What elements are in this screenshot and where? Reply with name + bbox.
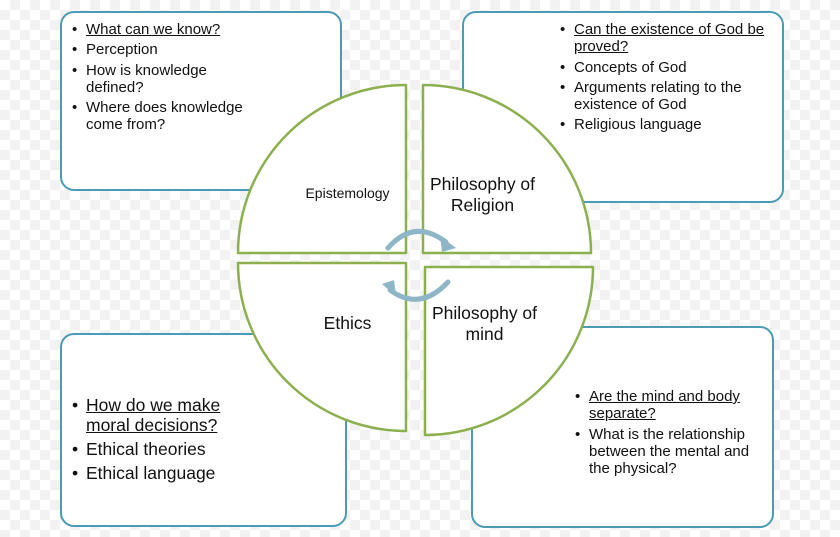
mind-topic-list: Are the mind and body separate? What is …	[575, 388, 762, 477]
list-item: Arguments relating to the existence of G…	[560, 79, 772, 114]
cycle-arrows-icon	[382, 228, 456, 302]
list-item: Ethical language	[72, 463, 335, 483]
quadrant-label-epistemology: Epistemology	[305, 185, 390, 201]
list-item: Concepts of God	[560, 59, 772, 77]
list-item: Perception	[72, 41, 330, 59]
quadrant-label-religion: Philosophy of Religion	[429, 174, 536, 215]
list-item: Where does knowledge come from?	[72, 99, 256, 134]
quadrant-label-ethics: Ethics	[323, 313, 372, 333]
quadrant-mind	[423, 265, 595, 437]
list-item: What is the relationship between the men…	[575, 426, 762, 478]
quadrant-label-mind: Philosophy of mind	[431, 303, 538, 344]
quadrant-epistemology	[236, 83, 408, 255]
list-item: How is knowledge defined?	[72, 62, 226, 97]
epistemology-topic-list: What can we know? Perception How is know…	[72, 21, 330, 134]
list-item: Religious language	[560, 116, 772, 134]
epistemology-topics-box: What can we know? Perception How is know…	[60, 11, 342, 191]
religion-topic-list: Can the existence of God be proved? Conc…	[560, 21, 772, 134]
list-item: Can the existence of God be proved?	[560, 21, 772, 56]
list-item: What can we know?	[72, 21, 330, 39]
ethics-topic-list: How do we make moral decisions? Ethical …	[72, 395, 335, 484]
quadrant-ethics	[236, 261, 408, 433]
quadrant-religion	[421, 83, 593, 255]
list-item: Ethical theories	[72, 439, 335, 459]
list-item: How do we make moral decisions?	[72, 395, 251, 435]
list-item: Are the mind and body separate?	[575, 388, 764, 423]
